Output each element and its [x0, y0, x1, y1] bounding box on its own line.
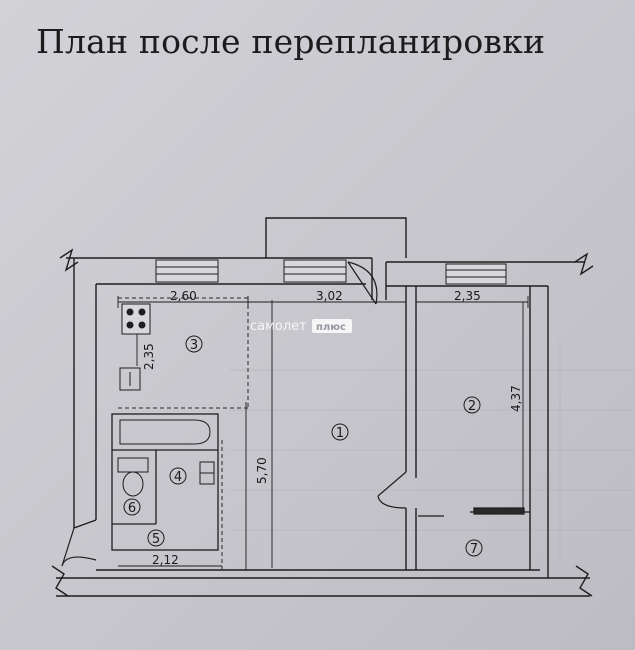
svg-text:1: 1 — [336, 426, 344, 441]
balcony — [265, 217, 407, 258]
windows — [155, 259, 507, 285]
dim-kitchen-width: 2,60 — [170, 289, 197, 303]
background-ghost-lines — [230, 340, 635, 560]
room-marker-6: 6 — [123, 498, 141, 516]
dim-hall-width: 2,12 — [152, 553, 179, 567]
washbasin-icon — [199, 461, 215, 485]
bedroom-door — [377, 471, 407, 509]
dim-bedroom-width: 2,35 — [454, 289, 481, 303]
svg-text:7: 7 — [470, 542, 478, 557]
room-marker-7: 7 — [465, 539, 483, 557]
room-marker-4: 4 — [169, 467, 187, 485]
watermark: самолет плюс — [250, 319, 352, 334]
watermark-brand: самолет — [250, 319, 307, 334]
svg-text:4: 4 — [174, 470, 182, 485]
dim-living-depth: 5,70 — [255, 457, 269, 484]
room-marker-3: 3 — [185, 335, 203, 353]
room-marker-2: 2 — [463, 396, 481, 414]
kitchen-zone-boundary — [118, 297, 249, 570]
stove-icon — [121, 303, 151, 335]
bathtub-icon — [119, 419, 211, 445]
entrance-door — [61, 527, 97, 567]
dim-living-width: 3,02 — [316, 289, 343, 303]
dim-kitchen-depth: 2,35 — [142, 343, 156, 370]
dim-bedroom-depth: 4,37 — [509, 385, 523, 412]
bathroom-walls — [111, 413, 219, 551]
svg-text:6: 6 — [128, 501, 136, 516]
room-marker-1: 1 — [331, 423, 349, 441]
plan-title: План после перепланировки — [36, 22, 546, 61]
room-markers: 1 2 3 4 5 6 7 — [123, 335, 483, 557]
dimension-lines — [117, 296, 529, 570]
watermark-badge: плюс — [316, 322, 346, 333]
svg-text:3: 3 — [190, 338, 198, 353]
room-marker-5: 5 — [147, 529, 165, 547]
watermark-badge-box — [312, 319, 352, 333]
balcony-door — [347, 261, 378, 305]
svg-text:2: 2 — [468, 399, 476, 414]
wardrobe-partition — [418, 507, 530, 517]
outer-walls — [51, 248, 594, 597]
svg-text:5: 5 — [152, 532, 160, 547]
kitchen-sink-icon — [119, 367, 141, 391]
toilet-icon — [117, 457, 149, 497]
